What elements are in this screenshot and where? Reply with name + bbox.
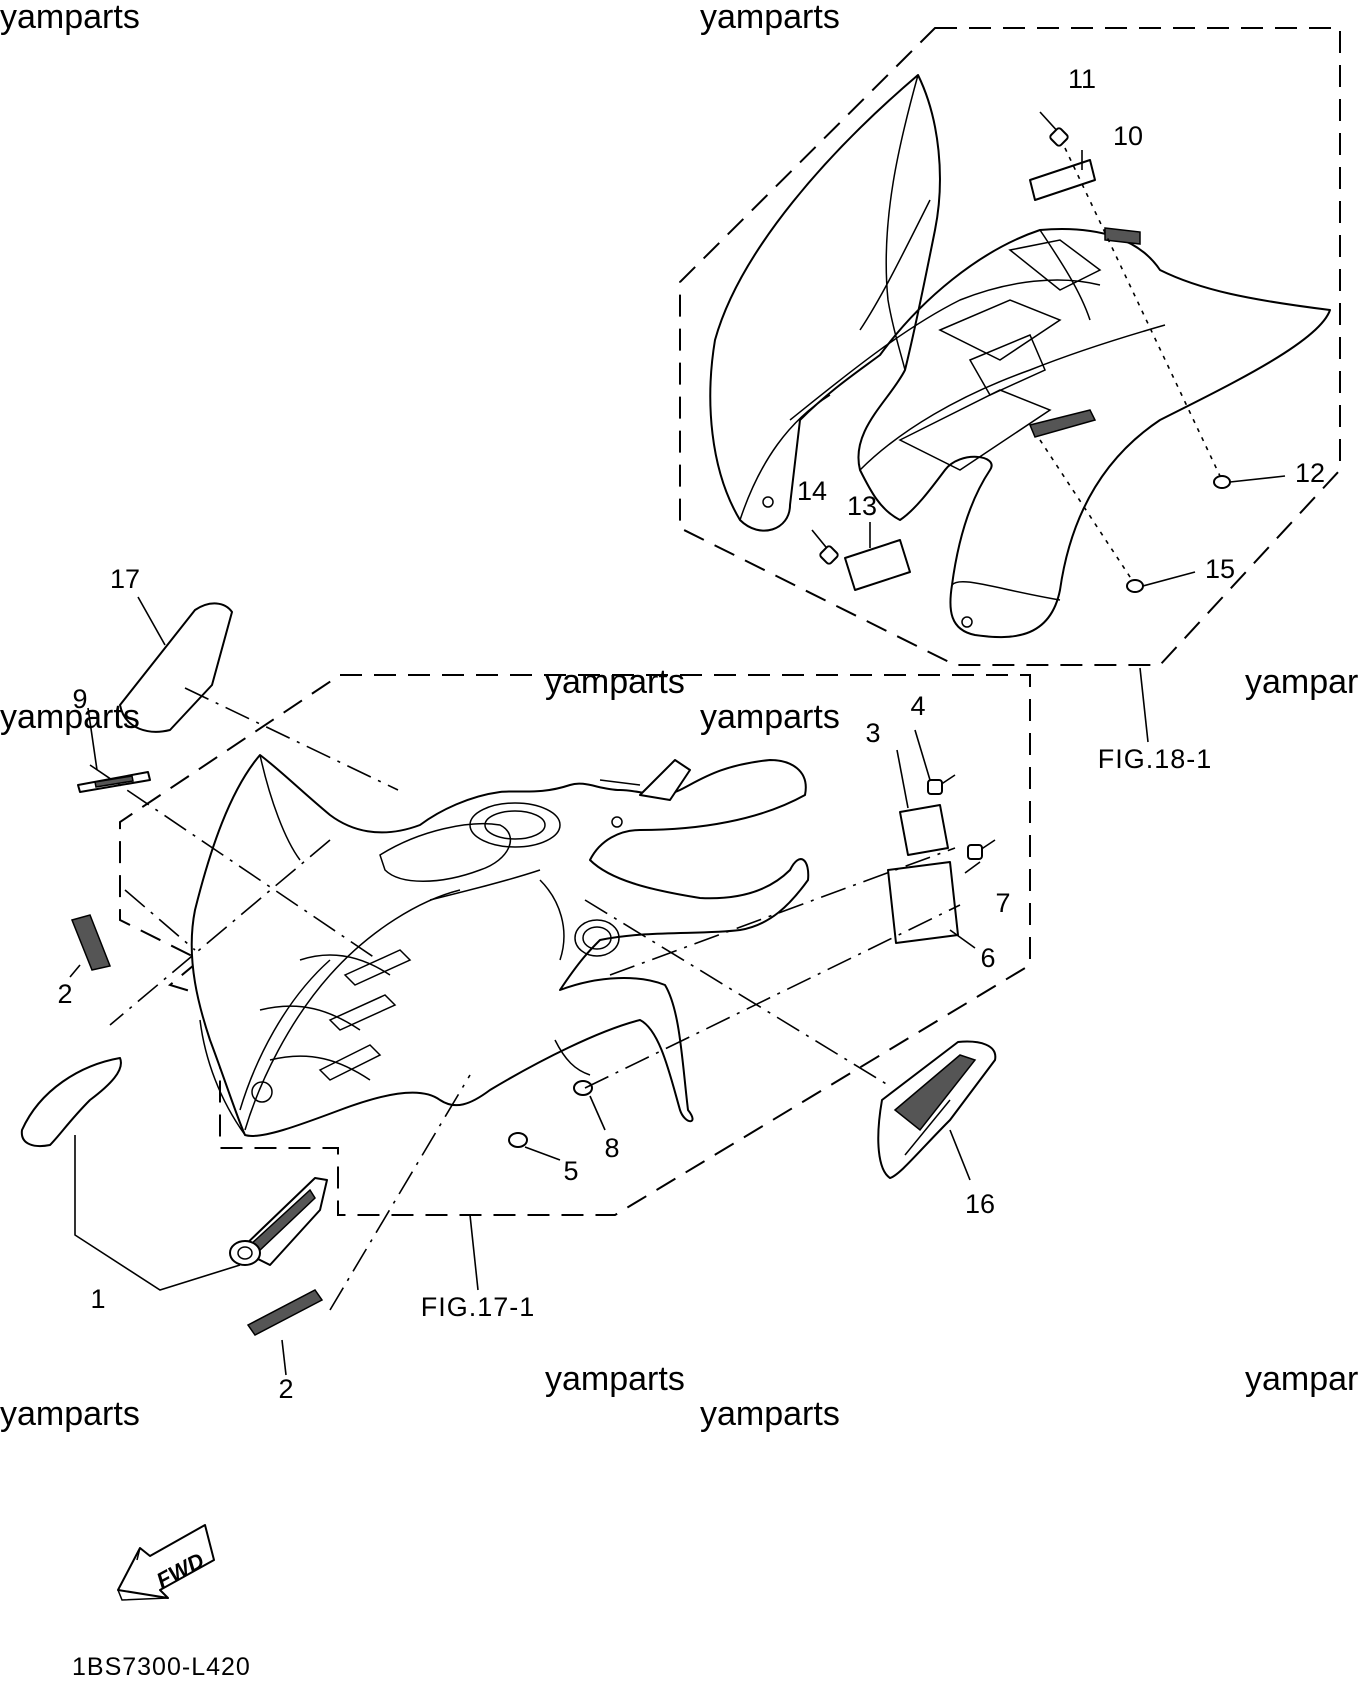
rear-fender-group: 11 10 12 14 13 15 FIG.18-1 — [679, 27, 1341, 774]
callout-17: 17 — [110, 564, 140, 594]
part-10-plate — [1029, 159, 1096, 201]
callout-2-side: 2 — [57, 979, 72, 1009]
callout-15: 15 — [1205, 554, 1235, 584]
callout-12: 12 — [1295, 458, 1325, 488]
callout-6: 6 — [980, 943, 995, 973]
callout-1: 1 — [90, 1284, 105, 1314]
figure-ref-front: FIG.17-1 — [421, 1292, 536, 1322]
watermark: yamparts — [0, 698, 140, 736]
front-fender-part — [190, 754, 810, 1137]
part-4-bolt — [927, 774, 956, 795]
part-17-panel — [119, 602, 233, 733]
callout-8: 8 — [604, 1133, 619, 1163]
part-1-emblem — [20, 1057, 328, 1266]
watermark: yamparts — [700, 698, 840, 736]
front-fender-group: 17 9 2 1 2 3 4 7 6 5 8 16 FIG.17-1 — [20, 564, 1031, 1404]
part-11-bolt — [1039, 111, 1069, 147]
part-16-panel — [877, 1040, 997, 1179]
part-13-plate — [844, 539, 911, 591]
rear-fender-boundary — [679, 27, 1341, 666]
diagram-code: 1BS7300-L420 — [72, 1653, 251, 1681]
watermark: yamparts — [700, 1395, 840, 1433]
callout-14: 14 — [797, 476, 827, 506]
callout-11: 11 — [1068, 64, 1096, 94]
callout-13: 13 — [847, 491, 877, 521]
part-3-plate — [899, 804, 949, 856]
watermark: yampar — [1245, 1360, 1358, 1398]
watermark: yamparts — [545, 663, 685, 701]
rear-fender-part — [709, 74, 1331, 639]
part-5-washer — [508, 1132, 528, 1148]
figure-ref-rear: FIG.18-1 — [1098, 744, 1213, 774]
part-6-plate — [887, 861, 959, 944]
callout-5: 5 — [563, 1156, 578, 1186]
watermark: yamparts — [700, 0, 840, 36]
part-12-washer — [1213, 475, 1231, 489]
part-2-decal-front — [246, 1289, 324, 1336]
callout-7: 7 — [995, 888, 1010, 918]
callout-16: 16 — [965, 1189, 995, 1219]
fwd-arrow: FWD — [117, 1524, 215, 1601]
front-fender-boundary — [119, 674, 1031, 1216]
watermark: yamparts — [0, 1395, 140, 1433]
part-7-bolt — [967, 839, 996, 860]
callout-4: 4 — [910, 691, 925, 721]
callout-9: 9 — [72, 684, 87, 714]
watermark: yamparts — [0, 0, 140, 36]
callout-10: 10 — [1113, 121, 1143, 151]
callout-2-front: 2 — [278, 1374, 293, 1404]
part-14-bolt — [811, 529, 839, 565]
part-8-washer — [573, 1080, 593, 1096]
watermark: yampar — [1245, 663, 1358, 701]
watermark: yamparts — [545, 1360, 685, 1398]
part-15-washer — [1126, 579, 1144, 593]
callout-3: 3 — [865, 718, 880, 748]
part-2-decal-side — [70, 914, 112, 971]
